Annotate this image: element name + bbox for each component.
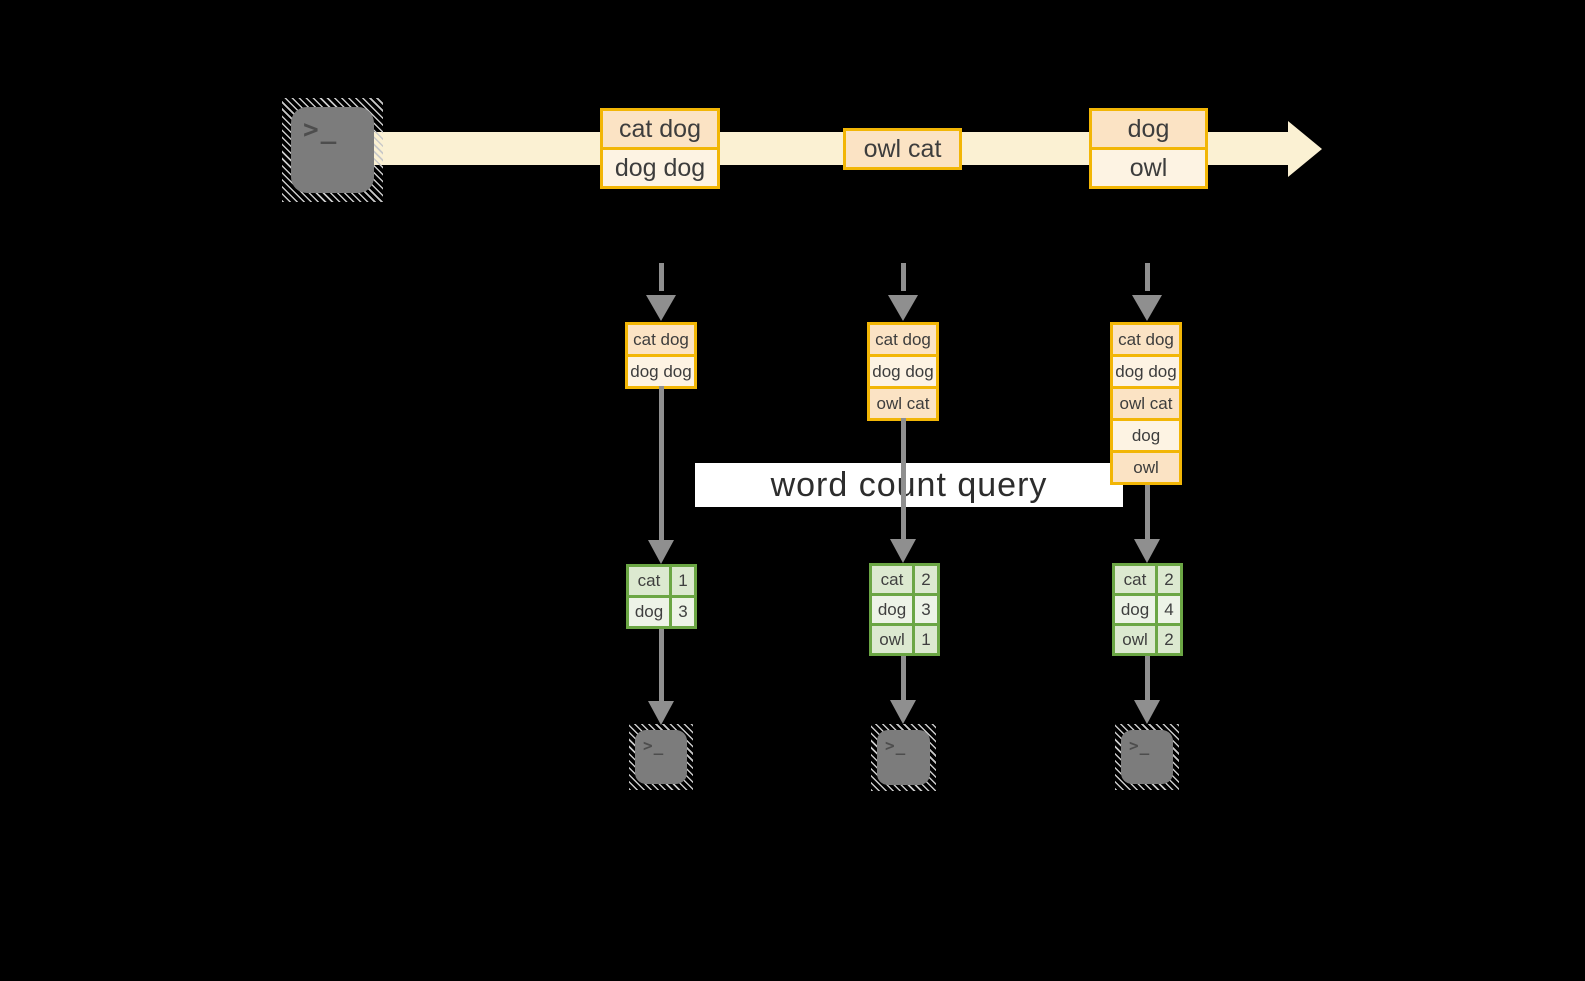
down-arrow-icon bbox=[646, 629, 676, 725]
down-arrow-icon bbox=[888, 418, 918, 563]
count-cell: 1 bbox=[915, 626, 937, 653]
stream-event-line: owl bbox=[1092, 147, 1205, 186]
word-cell: cat bbox=[1115, 566, 1155, 593]
buffer-line: cat dog bbox=[870, 325, 936, 354]
query-label: word count query bbox=[770, 465, 1048, 504]
output-terminal-icon: >_ bbox=[629, 724, 693, 790]
source-terminal-icon: >_ bbox=[282, 98, 383, 202]
event-buffer-1: cat dog dog dog bbox=[625, 322, 697, 389]
word-cell: owl bbox=[1115, 626, 1155, 653]
buffer-line: dog dog bbox=[628, 354, 694, 386]
buffer-line: cat dog bbox=[628, 325, 694, 354]
count-cell: 4 bbox=[1158, 596, 1180, 623]
word-count-table-3: cat 2 dog 4 owl 2 bbox=[1112, 563, 1183, 656]
down-arrow-icon bbox=[646, 386, 676, 564]
output-terminal-icon: >_ bbox=[1115, 724, 1179, 790]
buffer-line: owl cat bbox=[870, 386, 936, 418]
terminal-screen: >_ bbox=[877, 730, 930, 785]
dashed-arrow-icon bbox=[1132, 263, 1162, 321]
stream-event-box-1: cat dog dog dog bbox=[600, 108, 720, 189]
stream-arrowhead-icon bbox=[1288, 121, 1322, 177]
down-arrow-icon bbox=[1132, 656, 1162, 724]
stream-event-line: dog dog bbox=[603, 147, 717, 186]
count-cell: 1 bbox=[672, 567, 694, 595]
terminal-prompt-glyph: >_ bbox=[643, 736, 665, 755]
terminal-screen: >_ bbox=[291, 107, 374, 193]
buffer-line: owl cat bbox=[1113, 386, 1179, 418]
count-cell: 3 bbox=[672, 598, 694, 626]
buffer-line: dog dog bbox=[870, 354, 936, 386]
stream-event-line: cat dog bbox=[603, 111, 717, 147]
terminal-screen: >_ bbox=[1121, 730, 1173, 784]
count-cell: 3 bbox=[915, 596, 937, 623]
terminal-prompt-glyph: >_ bbox=[303, 115, 339, 145]
terminal-screen: >_ bbox=[635, 730, 687, 784]
stream-event-box-2: owl cat bbox=[843, 128, 962, 170]
buffer-line: cat dog bbox=[1113, 325, 1179, 354]
event-buffer-3: cat dog dog dog owl cat dog owl bbox=[1110, 322, 1182, 485]
count-cell: 2 bbox=[915, 566, 937, 593]
terminal-prompt-glyph: >_ bbox=[1129, 736, 1151, 755]
word-cell: cat bbox=[872, 566, 912, 593]
buffer-line: dog bbox=[1113, 418, 1179, 450]
stream-event-box-3: dog owl bbox=[1089, 108, 1208, 189]
word-cell: owl bbox=[872, 626, 912, 653]
dashed-arrow-icon bbox=[888, 263, 918, 321]
output-terminal-icon: >_ bbox=[871, 724, 936, 791]
event-buffer-2: cat dog dog dog owl cat bbox=[867, 322, 939, 421]
buffer-line: owl bbox=[1113, 450, 1179, 482]
count-cell: 2 bbox=[1158, 626, 1180, 653]
stream-event-line: owl cat bbox=[846, 131, 959, 167]
query-band: word count query bbox=[695, 463, 1123, 507]
stream-event-line: dog bbox=[1092, 111, 1205, 147]
down-arrow-icon bbox=[888, 656, 918, 724]
dashed-arrow-icon bbox=[646, 263, 676, 321]
word-cell: cat bbox=[629, 567, 669, 595]
word-count-table-1: cat 1 dog 3 bbox=[626, 564, 697, 629]
word-cell: dog bbox=[629, 598, 669, 626]
word-cell: dog bbox=[1115, 596, 1155, 623]
down-arrow-icon bbox=[1132, 485, 1162, 563]
buffer-line: dog dog bbox=[1113, 354, 1179, 386]
word-count-table-2: cat 2 dog 3 owl 1 bbox=[869, 563, 940, 656]
count-cell: 2 bbox=[1158, 566, 1180, 593]
word-cell: dog bbox=[872, 596, 912, 623]
terminal-prompt-glyph: >_ bbox=[885, 736, 907, 755]
